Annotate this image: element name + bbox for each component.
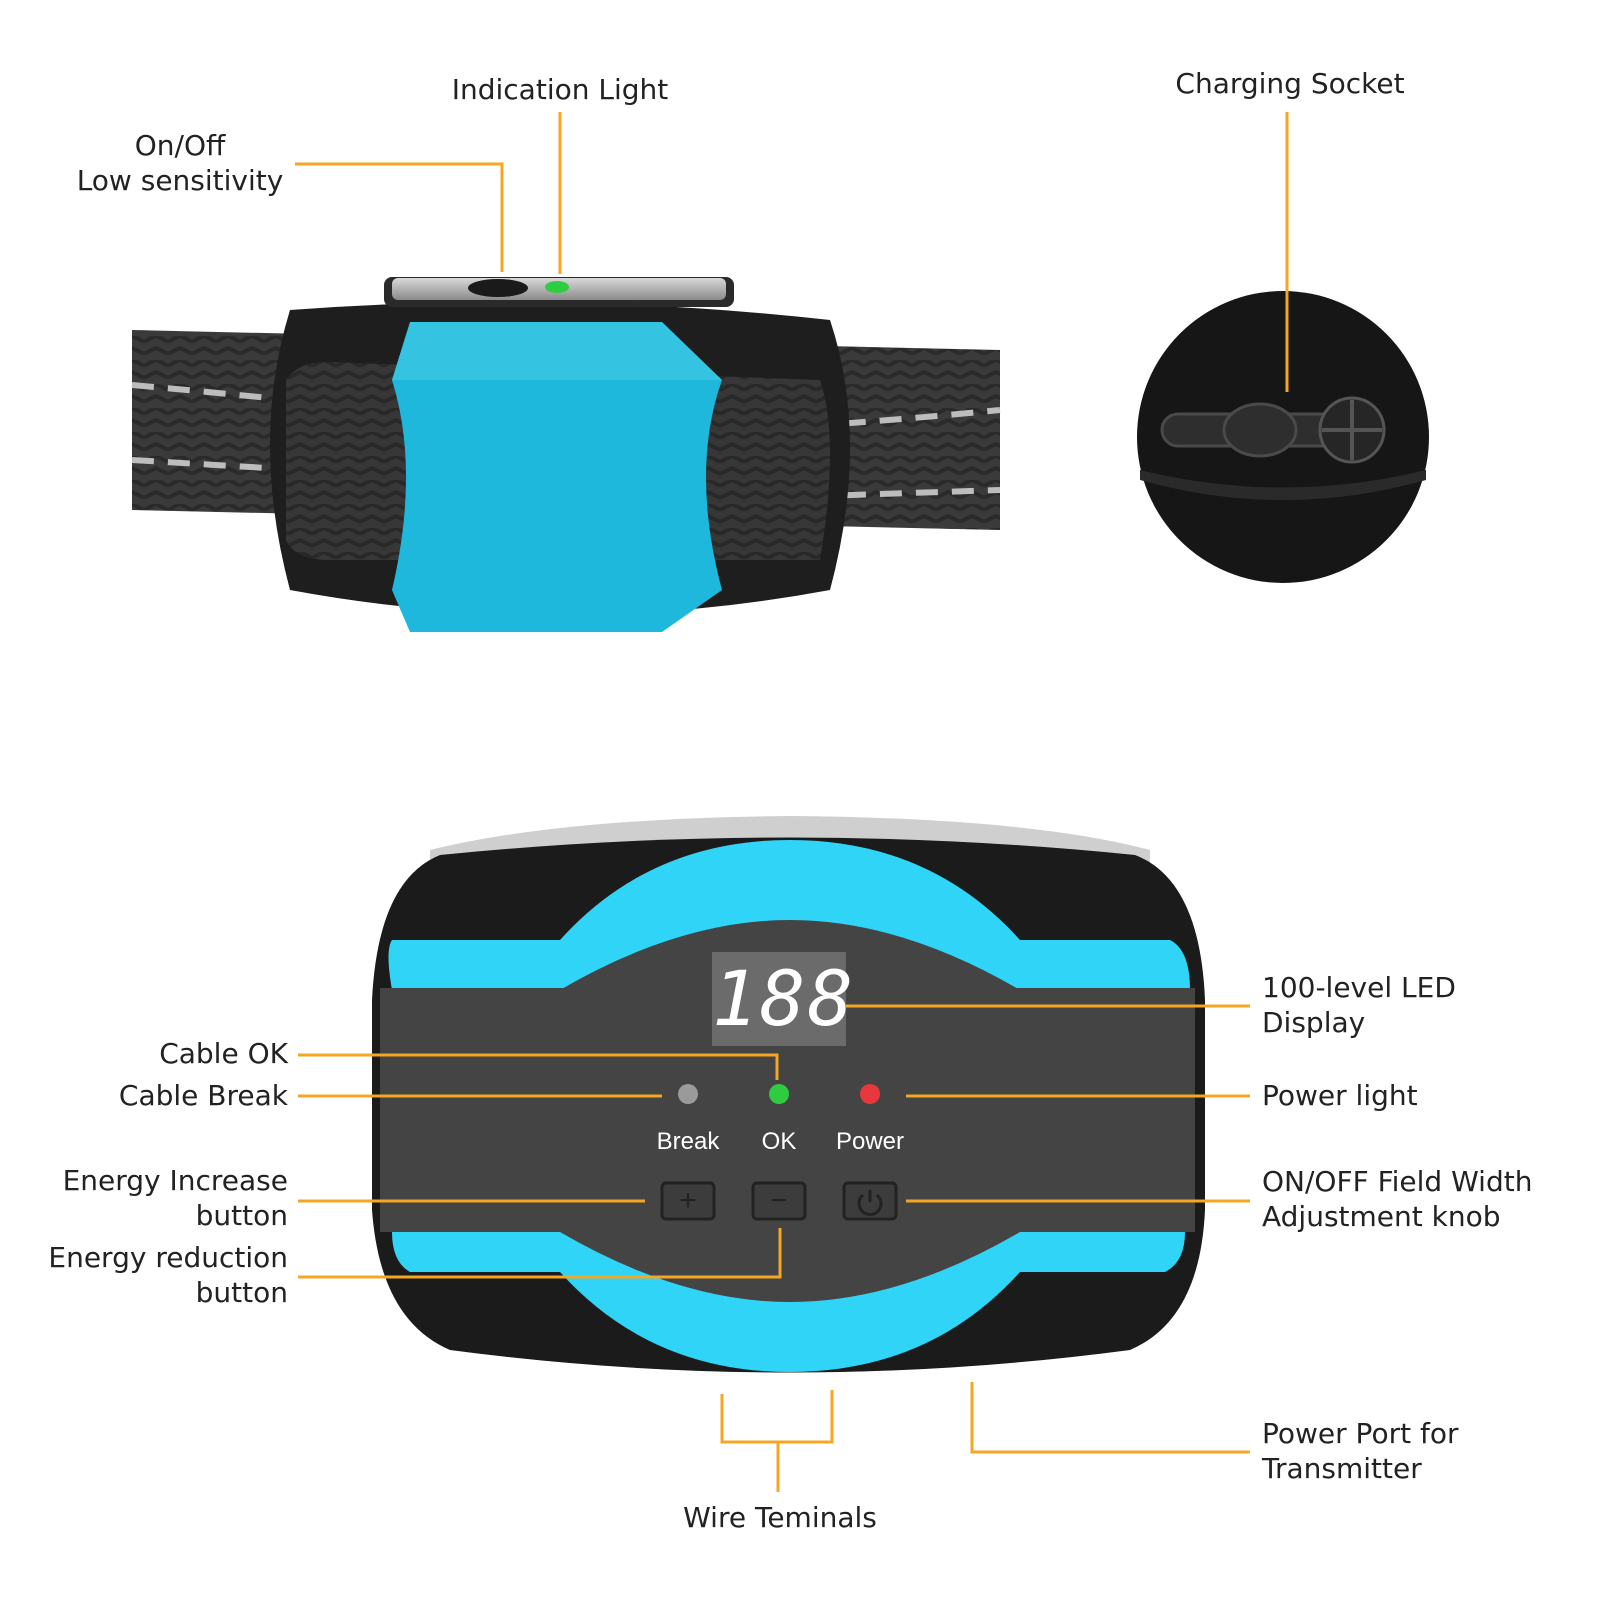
leader-cable-ok: [298, 1053, 779, 1080]
label-on-off: On/Off Low sensitivity: [76, 129, 284, 197]
power-led: [860, 1084, 880, 1104]
label-cable-ok: Cable OK: [159, 1037, 288, 1070]
on-off-button-icon[interactable]: [468, 279, 528, 297]
minus-icon: −: [770, 1184, 788, 1217]
leader-wire-terminals: [720, 1390, 834, 1492]
power-label: Power: [835, 1128, 905, 1155]
energy-increase-button[interactable]: [660, 1181, 716, 1221]
transmitter-panel: [380, 988, 1195, 1232]
transmitter-blue-stripe-top: [388, 840, 1190, 990]
charging-socket-closeup: [1137, 291, 1429, 583]
collar-blue-cover: [392, 322, 722, 632]
label-power-port: Power Port for Transmitter: [1262, 1417, 1459, 1485]
led-display: 188: [712, 952, 856, 1046]
leader-on-off: [295, 162, 504, 272]
energy-reduction-button[interactable]: [751, 1181, 807, 1221]
label-wire-terminals: Wire Teminals: [683, 1501, 877, 1534]
label-indication-light: Indication Light: [451, 73, 669, 106]
label-power-light: Power light: [1262, 1079, 1418, 1112]
cable-ok-led: [769, 1084, 789, 1104]
label-field-width: ON/OFF Field Width Adjustment knob: [1262, 1165, 1533, 1233]
indication-light-icon: [545, 281, 569, 293]
label-energy-increase: Energy Increase button: [62, 1164, 288, 1232]
transmitter: [372, 816, 1205, 1373]
leader-power-port: [970, 1382, 1250, 1454]
leader-energy-reduction: [298, 1228, 782, 1279]
led-display-value: 188: [712, 954, 856, 1043]
label-charging-socket: Charging Socket: [1175, 67, 1405, 100]
break-label: Break: [656, 1128, 720, 1155]
power-icon: [857, 1190, 883, 1216]
label-led-display: 100-level LED Display: [1262, 971, 1456, 1039]
leader-lines: [295, 112, 1289, 1492]
transmitter-blue-stripe-bottom: [392, 1232, 1185, 1372]
cable-break-led: [678, 1084, 698, 1104]
label-energy-reduction: Energy reduction button: [48, 1241, 288, 1309]
collar-receiver: [131, 277, 1001, 632]
label-cable-break: Cable Break: [118, 1079, 288, 1112]
plus-icon: +: [679, 1184, 697, 1217]
ok-label: OK: [761, 1128, 797, 1155]
